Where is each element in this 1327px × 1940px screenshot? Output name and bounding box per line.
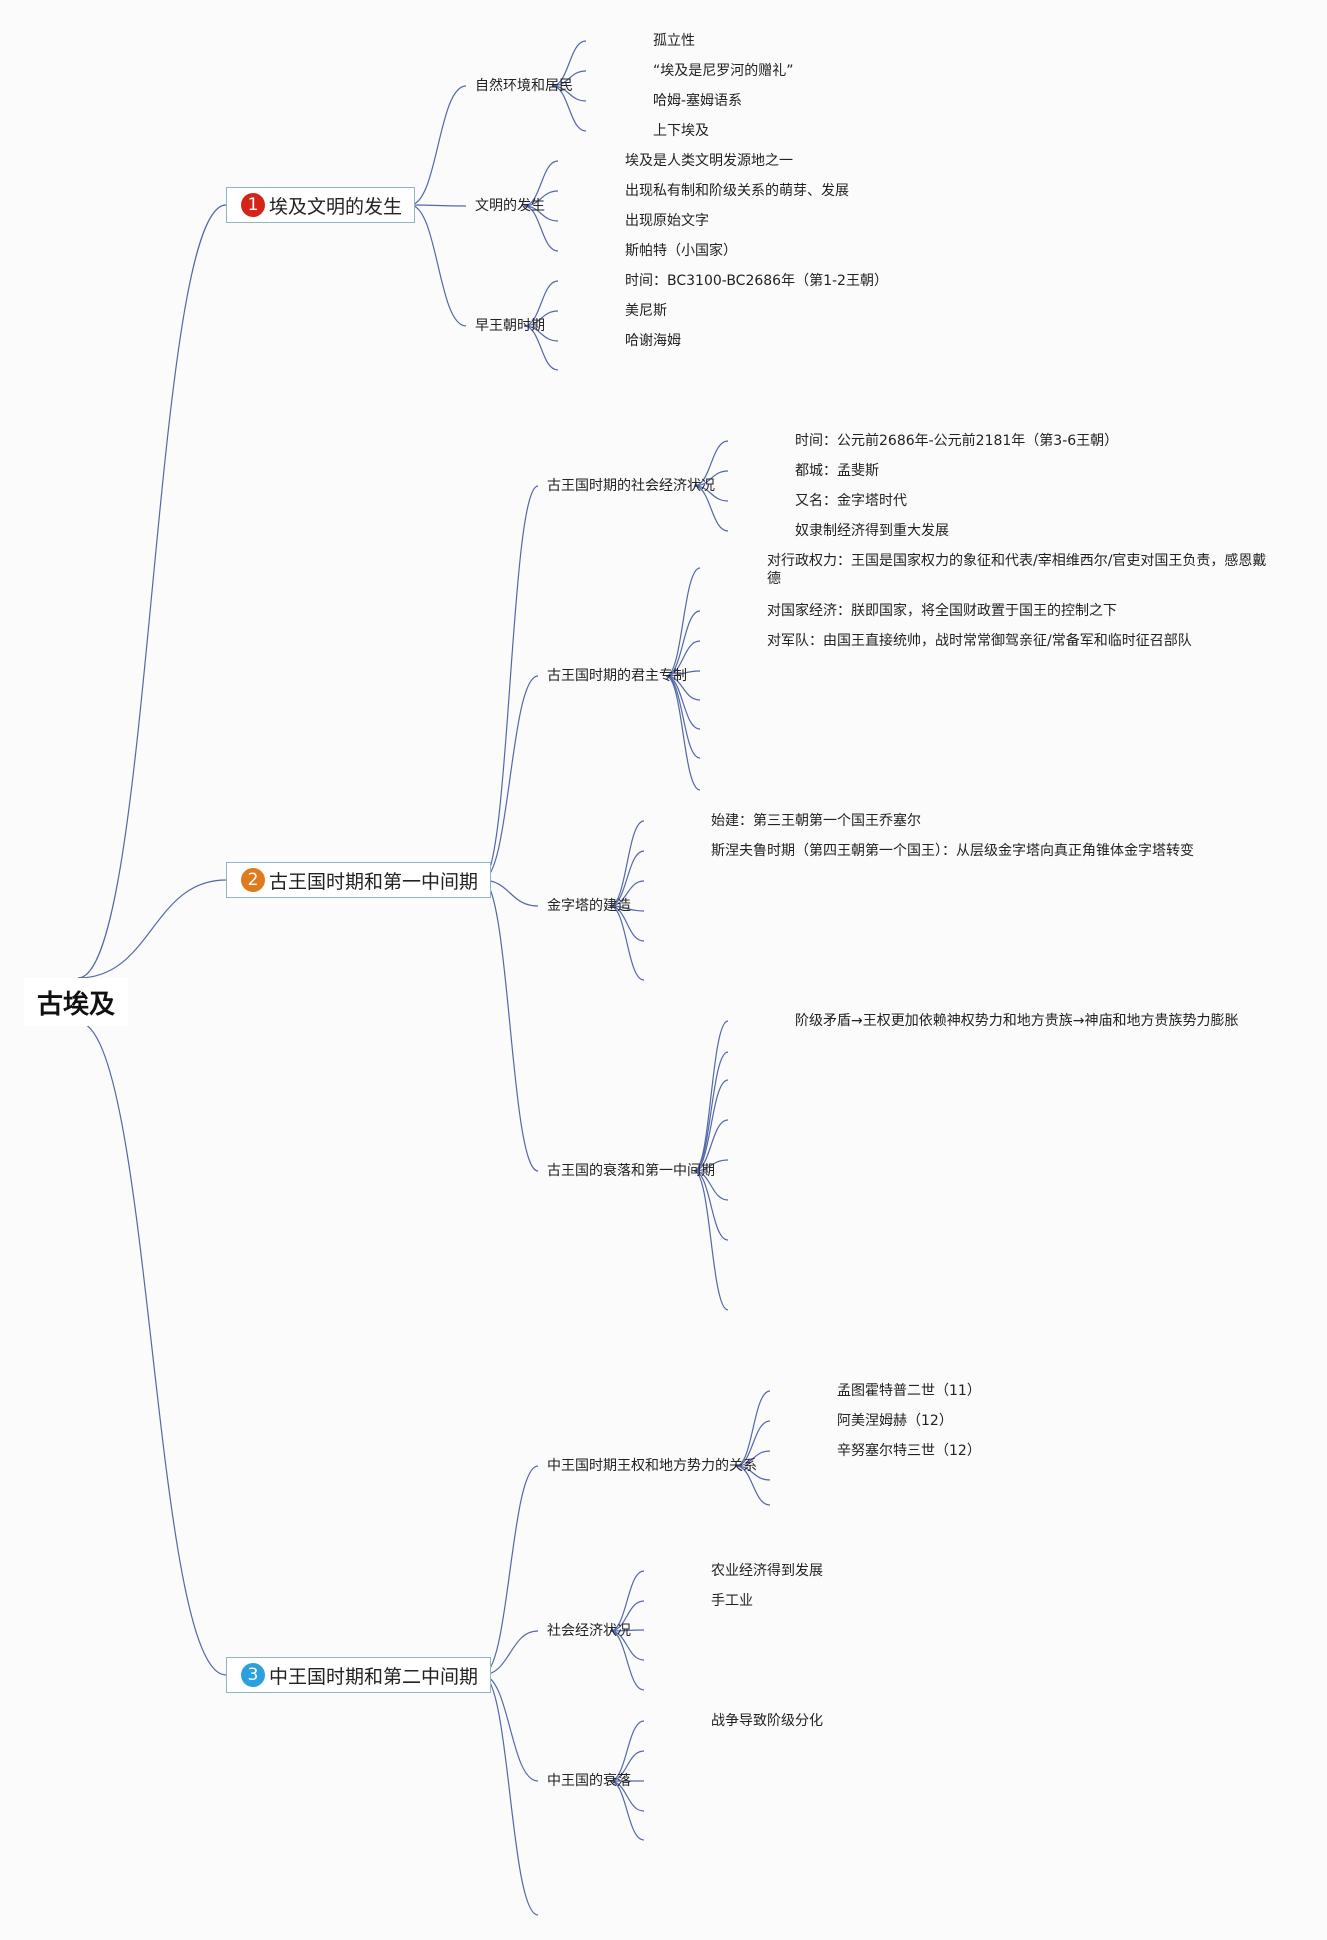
leaf-connector [665,640,701,677]
leaf-item[interactable]: 孤立性 [653,33,695,49]
leaf-item[interactable]: 出现私有制和阶级关系的萌芽、发展 [625,183,849,199]
leaf-connector [523,160,559,207]
leaf-item[interactable]: 时间：公元前2686年-公元前2181年（第3-6王朝） [795,433,1119,449]
leaf-connector [551,85,587,132]
main-topic-3[interactable]: 3 中王国时期和第二中间期 [226,1657,492,1693]
leaf-item[interactable]: 美尼斯 [625,303,667,319]
leaf-item[interactable]: 始建：第三王朝第一个国王乔塞尔 [711,813,921,829]
leaf-connector [609,1570,645,1632]
leaf-connector [665,675,701,791]
subtopic-civilization-origin[interactable]: 文明的发生 [475,198,545,214]
leaf-item[interactable]: 阶级矛盾→王权更加依赖神权势力和地方贵族→神庙和地方贵族势力膨胀 [795,1013,1239,1029]
number-badge-2: 2 [241,868,265,892]
leaf-connector [735,1465,771,1506]
root-connector [77,204,227,979]
branch-connector [481,485,539,881]
subtopic-old-kingdom-decline[interactable]: 古王国的衰落和第一中间期 [547,1163,715,1179]
leaf-connector [693,1170,729,1311]
leaf-item[interactable]: “埃及是尼罗河的赠礼” [653,63,794,79]
branch-connector [481,675,539,881]
leaf-connector [609,905,645,981]
leaf-connector [609,880,645,907]
branch-connector [409,204,467,327]
leaf-connector [523,325,559,371]
leaf-item[interactable]: 手工业 [711,1593,753,1609]
leaf-item[interactable]: 出现原始文字 [625,213,709,229]
leaf-item[interactable]: 时间：BC3100-BC2686年（第1-2王朝） [625,273,888,289]
leaf-connector [693,1119,729,1172]
leaf-connector [609,1780,645,1841]
leaf-connector [693,1020,729,1172]
leaf-connector [551,40,587,87]
main-topic-label: 中王国时期和第二中间期 [269,1665,479,1688]
leaf-item[interactable]: 上下埃及 [653,123,709,139]
number-badge-3: 3 [241,1663,265,1687]
leaf-connector [551,70,587,87]
leaf-connector [609,1630,645,1691]
leaf-connector [523,190,559,207]
subtopic-early-dynastic[interactable]: 早王朝时期 [475,318,545,334]
leaf-connector [693,1051,729,1172]
subtopic-old-kingdom-monarchy[interactable]: 古王国时期的君主专制 [547,668,687,684]
subtopic-social-economy[interactable]: 社会经济状况 [547,1623,631,1639]
leaf-item[interactable]: 哈姆-塞姆语系 [653,93,743,109]
leaf-connector [609,820,645,907]
leaf-item[interactable]: 哈谢海姆 [625,333,681,349]
branch-connector [409,85,467,206]
leaf-connector [735,1450,771,1467]
leaf-connector [609,1600,645,1632]
leaf-connector [693,470,729,487]
leaf-item[interactable]: 斯帕特（小国家） [625,243,737,259]
root-connector [77,1021,227,1676]
leaf-connector [693,1159,729,1172]
leaf-connector [735,1420,771,1467]
leaf-item[interactable]: 奴隶制经济得到重大发展 [795,523,949,539]
leaf-connector [609,1750,645,1782]
branch-connector [481,879,539,1172]
branch-connector [409,204,467,207]
leaf-item[interactable]: 都城：孟斐斯 [795,463,879,479]
leaf-item[interactable]: 孟图霍特普二世（11） [837,1383,981,1399]
leaf-connector [665,610,701,677]
leaf-connector [693,1079,729,1172]
main-topic-label: 埃及文明的发生 [269,195,403,218]
main-topic-2[interactable]: 2 古王国时期和第一中间期 [226,862,492,898]
subtopic-middle-kingdom-decline[interactable]: 中王国的衰落 [547,1773,631,1789]
main-topic-1[interactable]: 1 埃及文明的发生 [226,187,416,223]
subtopic-pyramid-construction[interactable]: 金字塔的建造 [547,898,631,914]
leaf-item[interactable]: 对国家经济：朕即国家，将全国财政置于国王的控制之下 [767,603,1117,619]
subtopic-old-kingdom-economy[interactable]: 古王国时期的社会经济状况 [547,478,715,494]
leaf-connector [693,1170,729,1241]
leaf-connector [523,310,559,327]
leaf-item[interactable]: 对军队：由国王直接统帅，战时常常御驾亲征/常备军和临时征召部队 [767,633,1192,649]
leaf-connector [609,850,645,907]
leaf-item[interactable]: 又名：金字塔时代 [795,493,907,509]
root-connector [77,879,227,979]
leaf-connector [693,440,729,487]
leaf-item[interactable]: 战争导致阶级分化 [711,1713,823,1729]
leaf-connector [665,567,701,677]
main-topic-label: 古王国时期和第一中间期 [269,870,479,893]
root-topic[interactable]: 古埃及 [24,978,128,1026]
leaf-connector [665,675,701,730]
branch-connector [481,1465,539,1676]
number-badge-1: 1 [241,193,265,217]
leaf-item[interactable]: 辛努塞尔特三世（12） [837,1443,981,1459]
leaf-item[interactable]: 埃及是人类文明发源地之一 [625,153,793,169]
leaf-connector [693,485,729,532]
leaf-item[interactable]: 斯涅夫鲁时期（第四王朝第一个国王）：从层级金字塔向真正角锥体金字塔转变 [711,843,1194,859]
leaf-item[interactable]: 阿美涅姆赫（12） [837,1413,953,1429]
branch-connector [481,1674,539,1916]
leaf-connector [523,280,559,327]
leaf-connector [609,1720,645,1782]
leaf-item[interactable]: 对行政权力：王国是国家权力的象征和代表/宰相维西尔/官吏对国王负责，感恩戴德 [767,553,1267,587]
subtopic-middle-kingdom-power[interactable]: 中王国时期王权和地方势力的关系 [547,1458,757,1474]
subtopic-natural-environment[interactable]: 自然环境和居民 [475,78,573,94]
leaf-item[interactable]: 农业经济得到发展 [711,1563,823,1579]
leaf-connector [523,205,559,252]
leaf-connector [735,1390,771,1467]
